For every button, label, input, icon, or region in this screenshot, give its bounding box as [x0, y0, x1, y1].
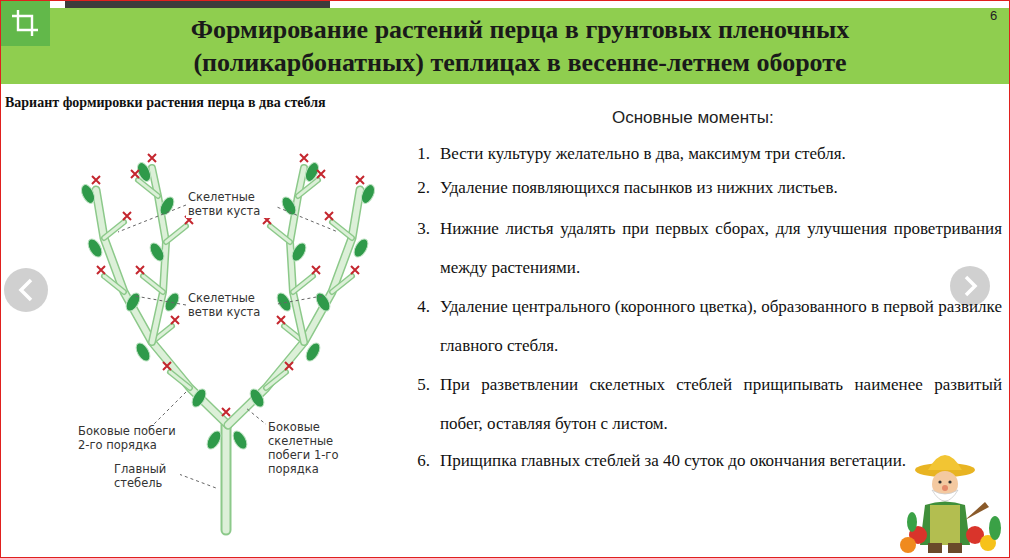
pinch-mark: [351, 266, 359, 274]
leaf: [204, 429, 224, 452]
stem-core: [293, 276, 313, 292]
pinch-mark: [123, 212, 131, 220]
leaf: [133, 341, 153, 364]
stem-core: [298, 180, 318, 196]
next-chevron: [966, 277, 975, 295]
page-number: 6: [990, 8, 997, 23]
stem: [166, 226, 186, 242]
stem-core: [138, 180, 158, 196]
list-item: Прищипка главных стеблей за 40 суток до …: [440, 441, 1002, 480]
stem: [138, 180, 158, 196]
shoot-label: Боковые побеги 2-го порядка: [76, 424, 188, 452]
stem-core: [223, 425, 230, 530]
list-item: При разветвлении скелетных стеблей прищи…: [440, 365, 1002, 443]
list-number: 3.: [400, 209, 430, 248]
leaf: [359, 183, 377, 206]
stem-core: [270, 226, 290, 242]
pinch-mark: [92, 176, 100, 184]
leaf: [157, 195, 177, 218]
leaf: [230, 429, 250, 452]
list-number: 4.: [400, 287, 430, 326]
stem: [332, 222, 352, 238]
leaf: [189, 387, 209, 410]
crop-glyph: [12, 10, 38, 36]
stem: [143, 276, 163, 292]
stem: [293, 276, 313, 292]
stem-core: [170, 372, 190, 388]
list-item: Нижние листья удалять при первых сборах,…: [440, 209, 1002, 287]
stem: [270, 226, 290, 242]
pinch-mark: [222, 408, 230, 416]
plant-leaves: [79, 161, 377, 452]
pinch-mark: [131, 170, 139, 178]
pinch-mark: [97, 266, 105, 274]
leaf: [147, 241, 167, 264]
stem-core: [104, 222, 124, 238]
leaf: [351, 237, 371, 260]
stem: [221, 425, 232, 530]
pinch-mark: [312, 266, 320, 274]
leaf: [303, 341, 323, 364]
list-item: Вести культуру желательно в два, максиму…: [440, 134, 1002, 173]
list-heading: Основные моменты:: [612, 108, 774, 128]
stem: [266, 372, 286, 388]
prev-chevron: [21, 280, 31, 300]
stem: [104, 222, 124, 238]
slide-title: Формирование растений перца в грунтовых …: [90, 13, 950, 79]
stem-core: [143, 276, 163, 292]
pinch-mark: [148, 154, 156, 162]
list-item: Удаление появляющихся пасынков из нижних…: [440, 168, 1002, 207]
stem: [332, 276, 352, 292]
pinch-mark: [300, 154, 308, 162]
stem: [170, 372, 190, 388]
branch-label: Скелетные ветви куста: [186, 291, 276, 319]
leaf: [247, 387, 267, 410]
top-bar: [65, 0, 330, 8]
stem-core: [104, 276, 124, 292]
leaf: [289, 241, 309, 264]
variant-heading: Вариант формировки растения перца в два …: [5, 95, 326, 111]
leaf: [162, 291, 182, 314]
leaf: [279, 195, 299, 218]
list-number: 2.: [400, 168, 430, 207]
branch-label: Скелетные ветви куста: [186, 190, 276, 218]
gardener-figure: [900, 455, 1001, 553]
stem-core: [332, 276, 352, 292]
list-number: 5.: [400, 365, 430, 404]
pinch-mark: [277, 316, 285, 324]
leaf: [123, 291, 143, 314]
stem: [298, 180, 318, 196]
pinch-marks: [92, 154, 364, 416]
pinch-mark: [356, 176, 364, 184]
pinch-mark: [136, 266, 144, 274]
stem: [104, 276, 124, 292]
list-number: 6.: [400, 441, 430, 480]
pinch-mark: [285, 362, 293, 370]
stem-core: [166, 226, 186, 242]
title-band: [0, 8, 1010, 84]
pinch-mark: [325, 212, 333, 220]
shoot-label: Боковые скелетные побеги 1-го порядка: [266, 420, 366, 476]
list-item: Удаление центрального (коронного цветка)…: [440, 287, 1002, 365]
prev-arrow: [4, 268, 48, 312]
stem-label: Главный стебель: [112, 462, 180, 490]
stem-core: [266, 372, 286, 388]
leaf: [313, 291, 333, 314]
stem-core: [332, 222, 352, 238]
leaf: [79, 183, 97, 206]
pinch-mark: [163, 362, 171, 370]
pinch-mark: [317, 170, 325, 178]
list-number: 1.: [400, 134, 430, 173]
pinch-mark: [171, 316, 179, 324]
crop-icon: [0, 0, 50, 46]
leaf: [85, 237, 105, 260]
